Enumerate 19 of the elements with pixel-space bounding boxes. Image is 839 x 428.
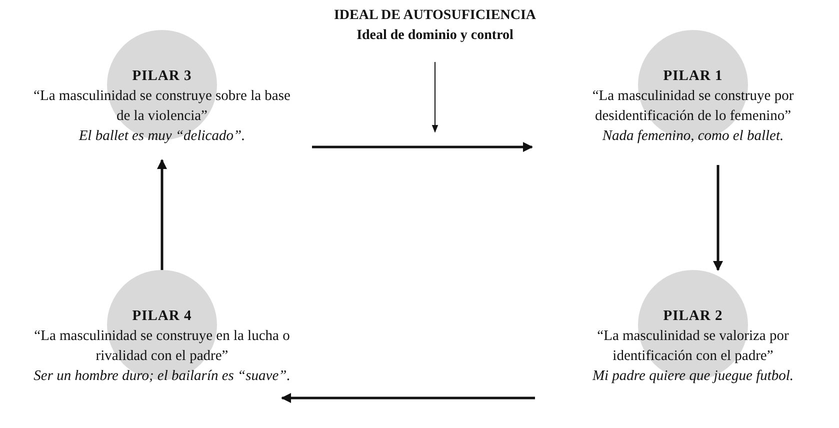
example-text: Ser un hombre duro; el bailarín es “suave”.: [32, 367, 292, 386]
arrow: [281, 393, 535, 403]
arrow: [432, 62, 438, 133]
quote-text: “La masculinidad se construye por desidentificación de lo femenino”: [591, 87, 795, 126]
example-text: Mi padre quiere que juegue futbol.: [591, 367, 795, 386]
example-text: El ballet es muy “delicado”.: [78, 127, 246, 146]
arrow: [713, 165, 723, 271]
pillar-heading: PILAR 3: [131, 67, 193, 86]
quote-text: “La masculinidad se valoriza por identificación con el padre”: [596, 327, 790, 366]
pillar-heading: PILAR 1: [662, 67, 724, 86]
arrow: [157, 159, 167, 270]
subheading-text: Ideal de dominio y control: [356, 27, 514, 45]
pillar-heading: PILAR 4: [131, 307, 193, 326]
heading-text: IDEAL DE AUTOSUFICIENCIA: [332, 7, 537, 25]
pillar-heading: PILAR 2: [662, 307, 724, 326]
quote-text: “La masculinidad se construye en la lucha o rivalidad con el padre”: [33, 327, 291, 366]
quote-text: “La masculinidad se construye sobre la base de la violencia”: [33, 87, 291, 126]
example-text: Nada femenino, como el ballet.: [601, 127, 785, 146]
arrow: [312, 142, 533, 152]
